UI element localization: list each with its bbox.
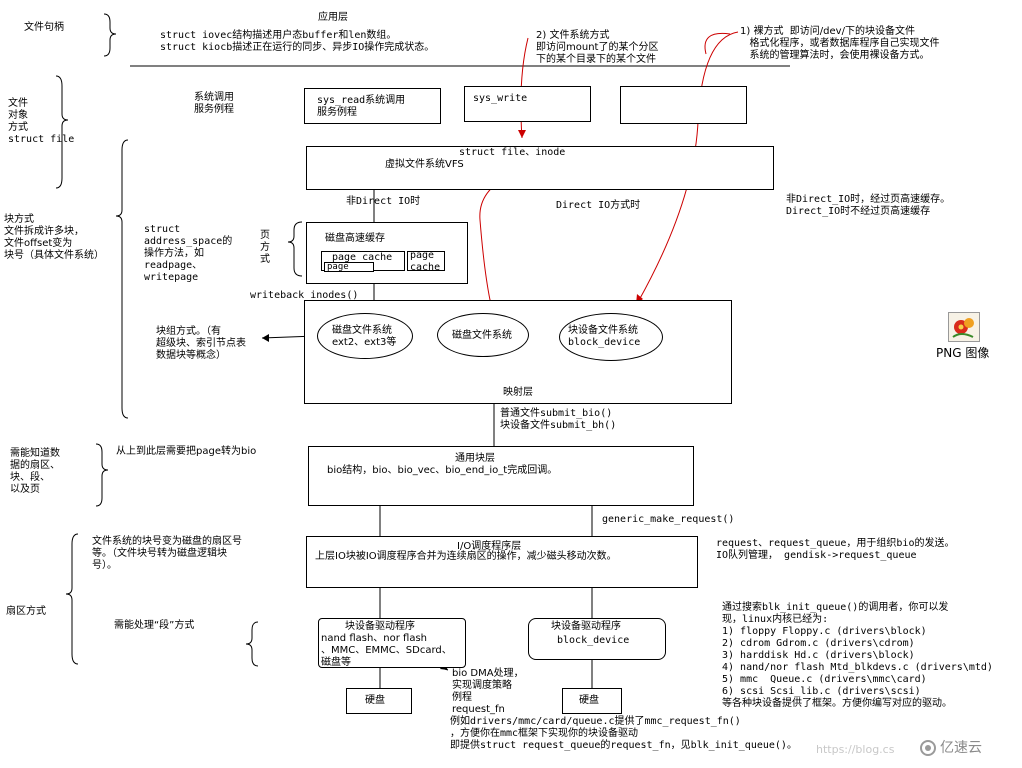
box-driver-1: 块设备驱动程序 nand flash、nor flash 、MMC、EMMC、S… (318, 618, 466, 668)
page-cache-label-2: page cache (410, 250, 441, 273)
label-page-mode: 页 方 式 (260, 230, 270, 265)
text-address-space: struct address_space的 操作方法，如 readpage、 w… (144, 224, 233, 283)
box-disk-cache: 磁盘高速缓存 page cache page page cache (306, 222, 468, 284)
box-syscall-empty (620, 86, 747, 124)
text-block-group: 块组方式。（有 超级块、索引节点表 数据块等概念） (156, 326, 246, 361)
ellipse-disk-fs-1: 磁盘文件系统 ext2、ext3等 (317, 313, 413, 359)
label-app-layer: 应用层 (318, 12, 348, 23)
text-direct-note: 非Direct_IO时，经过页高速缓存。 Direct_IO时不经过页高速缓存 (786, 194, 951, 217)
box-sys-read: sys_read系统调用 服务例程 (304, 88, 441, 124)
page-cell: page (324, 262, 374, 272)
iosched-desc: 上层IO块被IO调度程序合并为连续扇区的操作，减少磁头移动次数。 (315, 551, 617, 562)
text-blk-init-queue: 通过搜索blk_init_queue()的调用者，你可以发 现，linux内核已… (722, 602, 993, 709)
driver-2-title: 块设备驱动程序 (551, 621, 621, 632)
text-mmc-example: 例如drivers/mmc/card/queue.c提供了mmc_request… (450, 716, 797, 751)
flower-icon (952, 318, 974, 338)
disk-2-label: 硬盘 (579, 695, 599, 706)
text-raw-mode: 1) 裸方式 即访问/dev/下的块设备文件 格式化程序，或者数据库程序自己实现… (740, 26, 940, 61)
label-file-object: 文件 对象 方式 struct file (8, 98, 75, 145)
label-sector-mode: 扇区方式 (6, 606, 46, 617)
mapping-label: 映射层 (503, 387, 533, 398)
label-file-handle: 文件句柄 (24, 22, 64, 33)
text-iovec: struct iovec结构描述用户态buffer和len数组。 struct … (160, 30, 435, 53)
ellipse-block-dev-fs: 块设备文件系统 block_device (559, 313, 663, 361)
text-sys-read: sys_read系统调用 服务例程 (317, 95, 406, 118)
box-io-scheduler: I/O调度程序层 上层IO块被IO调度程序合并为连续扇区的操作，减少磁头移动次数… (306, 536, 698, 588)
png-image-label[interactable]: PNG 图像 (936, 346, 990, 360)
label-need-know: 需能知道数 据的扇区、 块、段、 以及页 (10, 448, 60, 495)
generic-title: 通用块层 (455, 453, 495, 464)
ellipse-disk-fs-2: 磁盘文件系统 (437, 313, 529, 357)
watermark-brand: 亿速云 (940, 740, 982, 756)
vfs-title: struct file、inode (459, 147, 566, 158)
text-page-to-bio: 从上到此层需要把page转为bio (116, 446, 257, 457)
box-vfs: struct file、inode 虚拟文件系统VFS (306, 146, 774, 190)
box-disk-1: 硬盘 (346, 688, 412, 714)
label-block-mode: 块方式 文件拆成许多块， 文件offset变为 块号（具体文件系统） (4, 214, 104, 261)
text-segment-mode: 需能处理“段”方式 (114, 620, 195, 631)
label-syscall: 系统调用 服务例程 (194, 92, 234, 115)
label-direct: Direct IO方式时 (556, 200, 641, 211)
text-block-dev-fs: 块设备文件系统 block_device (568, 325, 641, 348)
text-sys-write: sys_write (473, 93, 528, 104)
page-cache-cell-1: page cache page (321, 251, 405, 272)
driver-1-title: 块设备驱动程序 (345, 621, 415, 632)
box-disk-2: 硬盘 (562, 688, 622, 714)
iosched-title: I/O调度程序层 (457, 541, 522, 552)
text-writeback: writeback_inodes() (250, 290, 359, 301)
watermark-url: https://blog.cs (816, 743, 895, 756)
png-image-icon[interactable] (948, 312, 980, 342)
page-cache-label-1: page cache (332, 252, 393, 263)
box-driver-2: 块设备驱动程序 block_device (528, 618, 666, 660)
text-disk-fs-1: 磁盘文件系统 ext2、ext3等 (332, 325, 397, 348)
box-sys-write: sys_write (464, 86, 591, 122)
text-make-request: generic_make_request() (602, 514, 735, 525)
vfs-subtitle: 虚拟文件系统VFS (385, 159, 464, 170)
box-generic-block: 通用块层 bio结构，bio、bio_vec、bio_end_io_t完成回调。 (308, 446, 694, 506)
label-non-direct: 非Direct IO时 (346, 196, 421, 207)
text-block-to-sector: 文件系统的块号变为磁盘的扇区号 等。（文件块号转为磁盘逻辑块 号）。 (92, 536, 242, 571)
driver-2-sub: block_device (557, 635, 630, 646)
text-request-queue: request、request_queue，用于组织bio的发送。 IO队列管理… (716, 538, 955, 561)
text-fs-mode: 2) 文件系统方式 即访问mount了的某个分区 下的某个目录下的某个文件 (536, 30, 659, 65)
page-label: page (327, 262, 349, 272)
text-dma: bio DMA处理， 实现调度策略 例程 request_fn (452, 668, 524, 715)
brand-logo-icon (920, 740, 936, 756)
text-submit: 普通文件submit_bio() 块设备文件submit_bh() (500, 408, 617, 431)
driver-1-list: nand flash、nor flash 、MMC、EMMC、SDcard、 磁… (321, 633, 452, 668)
generic-desc: bio结构，bio、bio_vec、bio_end_io_t完成回调。 (327, 465, 558, 476)
page-cache-cell-2: page cache (407, 250, 445, 273)
box-mapping-layer: 磁盘文件系统 ext2、ext3等 磁盘文件系统 块设备文件系统 block_d… (304, 300, 732, 404)
disk-1-label: 硬盘 (365, 695, 385, 706)
text-disk-fs-2: 磁盘文件系统 (452, 330, 512, 341)
disk-cache-title: 磁盘高速缓存 (325, 233, 385, 244)
